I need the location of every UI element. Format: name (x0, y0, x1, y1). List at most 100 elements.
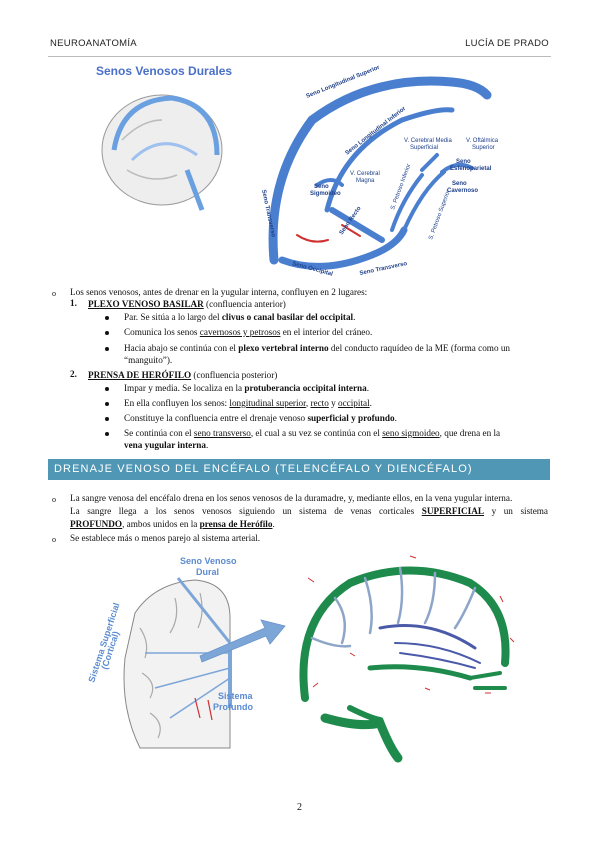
item1-b2-post: en el interior del cráneo. (280, 327, 373, 337)
item2-b2: En ella confluyen los senos: longitudina… (124, 397, 372, 409)
item1-b1-bold: clivus o canal basilar del occipital (221, 312, 354, 322)
item1-b2-underlined: cavernosos y petrosos (199, 327, 281, 337)
figure-title: Senos Venosos Durales (96, 64, 232, 78)
item1-b3-dot (105, 347, 109, 351)
drain-profundo: PROFUNDO (70, 519, 123, 529)
intro-text: Los senos venosos, antes de drenar en la… (70, 287, 368, 297)
item1-b1: Par. Se sitúa a lo largo del clivus o ca… (124, 311, 355, 323)
label-cavernoso-2: Cavernoso (447, 188, 478, 194)
item2-b1-pre: Impar y media. Se localiza en la (124, 383, 245, 393)
item2-b4-line2-bold: vena yugular interna (124, 440, 207, 450)
item2-b4-u1: seno transverso (193, 428, 251, 438)
item1-b3-pre: Hacia abajo se continúa con el (124, 343, 239, 353)
item1-b2-dot (105, 331, 109, 335)
sinus-labels: Seno Longitudinal Superior Seno Longitud… (260, 65, 499, 278)
item2-b2-pre: En ella confluyen los senos: (124, 398, 230, 408)
coronal-section (123, 577, 232, 749)
item1-heading: PLEXO VENOSO BASILAR (confluencia anteri… (88, 298, 286, 310)
item2-b1: Impar y media. Se localiza en la protube… (124, 382, 369, 394)
item2-b4-line2: vena yugular interna. (124, 439, 208, 451)
label-esfenoparietal-1: Seno (456, 159, 471, 165)
drain-herofilo: prensa de Herófilo (199, 519, 273, 529)
drain-line-1: La sangre venosa del encéfalo drena en l… (70, 493, 513, 503)
item2-b4: Se continúa con el seno transverso, el c… (124, 427, 500, 439)
item2-number: 2. (70, 369, 77, 379)
label-profundo-1: Sistema (218, 691, 254, 701)
label-recto: Seno Recto (339, 205, 363, 236)
drain-line-2-post: y un sistema (484, 506, 548, 516)
arrow-icon (199, 619, 286, 663)
label-cerebral-magna-2: Magna (356, 178, 375, 184)
item2-b2-mid: , (305, 398, 311, 408)
item2-b2-mid2: y (328, 398, 338, 408)
item2-b1-dot (105, 387, 109, 391)
item2-b2-dot (105, 402, 109, 406)
drain-line-3: PROFUNDO, ambos unidos en la prensa de H… (70, 518, 275, 530)
header-left: NEUROANATOMÍA (50, 38, 137, 49)
item2-b2-u3: occipital (338, 398, 370, 408)
item2-b3-bold: superficial y profundo (307, 413, 395, 423)
drain-line-4: Se establece más o menos parejo al siste… (70, 533, 261, 543)
item2-b4-post: , que drena en la (439, 428, 501, 438)
item1-number: 1. (70, 298, 77, 308)
item1-b2-pre: Comunica los senos (124, 327, 200, 337)
brain-thumbnail (101, 94, 223, 211)
item1-suffix: (confluencia anterior) (203, 299, 286, 309)
item1-b1-dot (105, 316, 109, 320)
item2-b4-line2-post: . (206, 440, 209, 450)
drain-superficial: SUPERFICIAL (421, 506, 485, 516)
label-esfenoparietal-2: Esfenoparietal (450, 166, 492, 172)
label-oftalmica-1: V. Oftálmica (466, 138, 499, 144)
item2-b2-u1: longitudinal superior (229, 398, 306, 408)
drain-line-2-pre: La sangre llega a los senos venosos sigu… (70, 506, 422, 516)
flow-arrows (307, 555, 515, 694)
item2-b4-u2: seno sigmoideo (382, 428, 440, 438)
item2-heading: PRENSA DE HERÓFILO (confluencia posterio… (88, 369, 277, 381)
drain-line-3-mid: , ambos unidos en la (122, 519, 200, 529)
item1-b1-pre: Par. Se sitúa a lo largo del (124, 312, 222, 322)
item2-title: PRENSA DE HERÓFILO (88, 370, 192, 380)
sagittal-venous-tree (299, 566, 510, 763)
intro-bullet: o (52, 289, 56, 298)
sinus-diagram (268, 76, 492, 270)
venous-systems-figure: Seno Venoso Dural Sistema Superficial (C… (86, 555, 515, 763)
item2-b1-post: . (366, 383, 370, 393)
label-cerebral-media-1: V. Cerebral Media (404, 138, 452, 144)
header-right: LUCÍA DE PRADO (465, 38, 549, 49)
label-oftalmica-2: Superior (472, 145, 495, 151)
item2-b3-pre: Constituye la confluencia entre el drena… (124, 413, 308, 423)
section-title: DRENAJE VENOSO DEL ENCÉFALO (TELENCÉFALO… (54, 463, 473, 475)
item1-b3: Hacia abajo se continúa con el plexo ver… (124, 342, 510, 354)
dural-sinus-figure: Senos Venosos Durales Seno Longitudinal … (96, 64, 499, 278)
label-transverso-bottom: Seno Transverso (359, 261, 408, 277)
item1-b3-line2: “manguito”). (124, 355, 173, 365)
section-heading-bar: DRENAJE VENOSO DEL ENCÉFALO (TELENCÉFALO… (48, 459, 550, 480)
item2-b4-mid: , el cual a su vez se continúa con el (250, 428, 383, 438)
header-rule (48, 56, 551, 57)
item2-b4-dot (105, 432, 109, 436)
drain-line-2: La sangre llega a los senos venosos sigu… (70, 505, 548, 517)
label-seno-dural-2: Dural (196, 567, 219, 577)
item1-b3-post: del conducto raquídeo de la ME (forma co… (328, 343, 511, 353)
label-sigmoideo-1: Seno (314, 184, 329, 190)
item1-b1-post: . (353, 312, 356, 322)
item2-b2-u2: recto (310, 398, 329, 408)
label-longitudinal-inferior: Seno Longitudinal Inferior (345, 105, 408, 156)
drain-bullet-1: o (52, 495, 56, 504)
label-cerebral-media-2: Superficial (410, 145, 438, 151)
item2-b3: Constituye la confluencia entre el drena… (124, 412, 397, 424)
item2-b4-pre: Se continúa con el (124, 428, 194, 438)
label-profundo-2: Profundo (213, 702, 253, 712)
item2-b3-dot (105, 417, 109, 421)
page-number: 2 (297, 802, 302, 813)
item2-b3-post: . (394, 413, 397, 423)
item1-title: PLEXO VENOSO BASILAR (88, 299, 204, 309)
item2-suffix: (confluencia posterior) (191, 370, 278, 380)
drain-bullet-2: o (52, 535, 56, 544)
label-cavernoso-1: Seno (452, 181, 467, 187)
label-seno-dural-1: Seno Venoso (180, 556, 237, 566)
item2-b1-bold: protuberancia occipital interna (244, 383, 367, 393)
label-cerebral-magna-1: V. Cerebral (350, 171, 380, 177)
item1-b2: Comunica los senos cavernosos y petrosos… (124, 326, 372, 338)
label-petroso-sup: S. Petroso Superior (428, 189, 452, 240)
